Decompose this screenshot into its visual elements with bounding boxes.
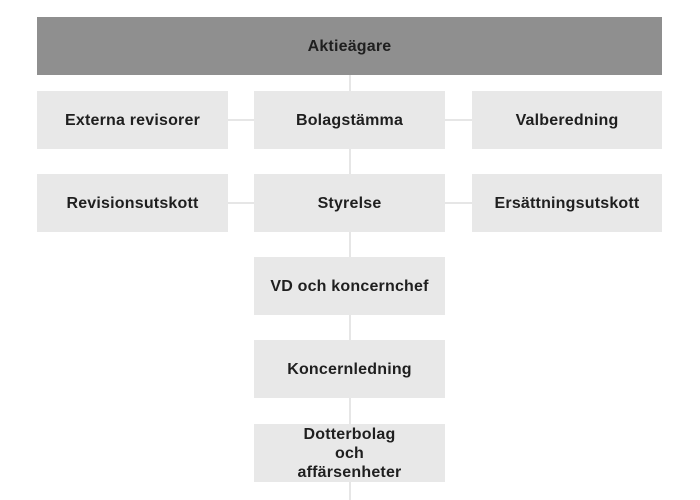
connector-bolagstamma-valberedning [445,119,472,121]
box-revisionsutskott: Revisionsutskott [37,174,228,232]
box-bolagstamma: Bolagstämma [254,91,445,149]
connector-revisorer-bolagstamma [228,119,254,121]
connector-styrelse-ersattningsutskott [445,202,472,204]
box-aktieagare: Aktieägare [37,17,662,75]
box-dotterbolag-och-affarsenheter: Dotterbolag och affärsenheter [254,424,445,482]
box-vd-och-koncernchef: VD och koncernchef [254,257,445,315]
box-ersattningsutskott: Ersättningsutskott [472,174,662,232]
box-koncernledning: Koncernledning [254,340,445,398]
box-styrelse: Styrelse [254,174,445,232]
box-externa-revisorer: Externa revisorer [37,91,228,149]
box-valberedning: Valberedning [472,91,662,149]
connector-revisionsutskott-styrelse [228,202,254,204]
